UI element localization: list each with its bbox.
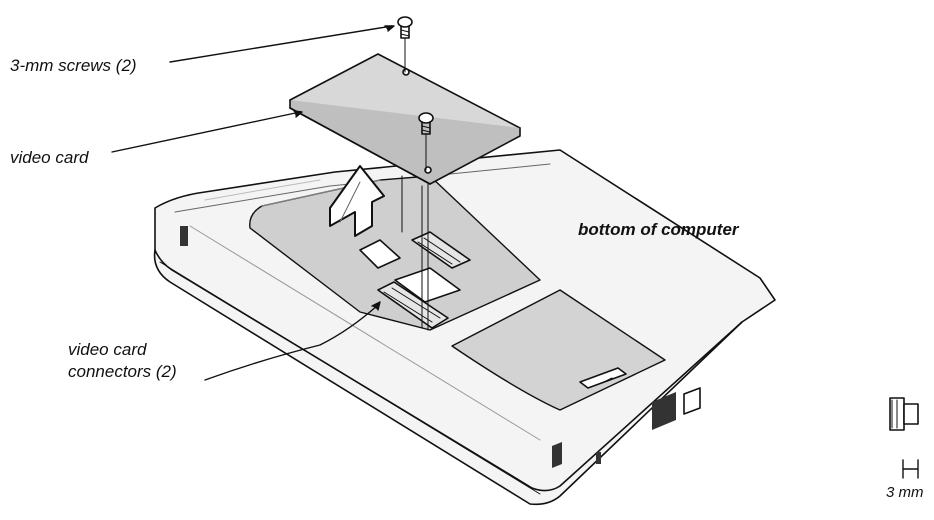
- leader-lines: [111, 25, 395, 381]
- label-dimension: 3 mm: [886, 484, 924, 501]
- video-card-connector-upper: [411, 231, 471, 269]
- side-vents: [180, 226, 701, 468]
- screw-icon: [397, 16, 413, 39]
- label-video-card: video card: [10, 148, 89, 167]
- label-connectors-line2: connectors (2): [68, 362, 177, 381]
- label-screws: 3-mm screws (2): [10, 56, 137, 75]
- video-card: [289, 53, 521, 185]
- laptop-base: [153, 149, 776, 506]
- video-card-connector-lower: [377, 281, 449, 329]
- compartment-cover: [451, 289, 666, 411]
- label-connectors-line1: video card: [68, 340, 147, 359]
- up-arrow-icon: [329, 165, 385, 237]
- label-bottom-of-computer: bottom of computer: [578, 220, 739, 239]
- screw-guide-lines: [401, 37, 429, 331]
- dimension-bracket-icon: [889, 397, 919, 479]
